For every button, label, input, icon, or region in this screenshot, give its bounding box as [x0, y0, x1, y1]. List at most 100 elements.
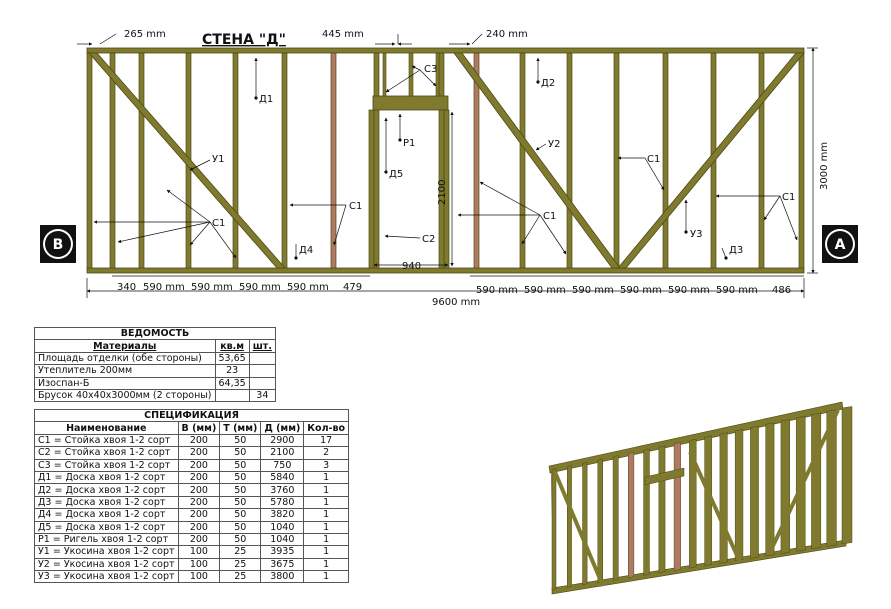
label-c1-b: С1	[349, 201, 362, 212]
spec-cell: 3	[303, 458, 350, 472]
dim-door-height: 2100	[437, 180, 448, 205]
spec-header-name: Наименование	[34, 421, 179, 435]
vedomost-cell	[214, 388, 250, 403]
spec-cell: Р1 = Ригель хвоя 1-2 сорт	[34, 532, 179, 547]
spec-cell: 2100	[260, 446, 305, 460]
dim-bottom-left-2: 590 mm	[191, 282, 233, 293]
spec-cell: 3820	[260, 508, 305, 522]
spec-cell: 1	[303, 545, 350, 559]
spec-cell: 100	[177, 545, 221, 559]
stud	[798, 52, 805, 269]
spec-cell: 50	[219, 495, 262, 510]
persp-brace	[553, 471, 605, 587]
wall-frame	[86, 47, 805, 274]
spec-cell: 1	[303, 557, 350, 572]
spec-cell: У3 = Укосина хвоя 1-2 сорт	[34, 570, 179, 584]
spec-cell: 100	[177, 557, 221, 572]
spec-cell: 50	[219, 458, 262, 472]
dim-bottom-right-0: 590 mm	[476, 285, 518, 296]
spec-cell: 1040	[260, 532, 305, 547]
door-king-stud	[373, 52, 380, 269]
persp-stud	[628, 451, 635, 579]
spec-cell: 200	[177, 446, 221, 460]
label-u3: У3	[690, 229, 702, 240]
vedomost-cell	[248, 376, 276, 390]
dim-door-width: 940	[402, 261, 421, 272]
stud	[232, 52, 239, 269]
top-plate	[86, 47, 805, 54]
persp-stud	[841, 406, 853, 545]
spec-cell: 17	[303, 433, 350, 448]
side-marker-right: А	[822, 225, 858, 263]
spec-cell: С1 = Стойка хвоя 1-2 сорт	[34, 433, 179, 448]
dim-bottom-left-1: 590 mm	[143, 282, 185, 293]
dim-bottom-left-0: 340	[117, 282, 136, 293]
persp-stud	[658, 445, 666, 574]
spec-cell: 100	[177, 570, 221, 584]
door-king-stud	[438, 52, 445, 269]
dim-bottom-right-5: 590 mm	[716, 285, 758, 296]
spec-cell: Д1 = Доска хвоя 1-2 сорт	[34, 470, 179, 485]
dim-total: 9600 mm	[432, 297, 480, 308]
table-row: Площадь отделки (обе стороны) 53,65	[34, 351, 276, 366]
brace-u3	[617, 52, 805, 269]
persp-stud	[567, 464, 572, 588]
persp-stud	[689, 438, 697, 569]
persp-door-header	[644, 467, 685, 486]
dim-bottom-left-3: 590 mm	[239, 282, 281, 293]
dim-top-left: 265 mm	[124, 29, 166, 40]
spec-header-width: В (мм)	[177, 421, 221, 435]
cripple-stud-c3	[408, 52, 414, 97]
spec-cell: 50	[219, 446, 262, 460]
spec-cell: У1 = Укосина хвоя 1-2 сорт	[34, 545, 179, 559]
spec-table: СПЕЦИФИКАЦИЯ Наименование В (мм) Т (мм) …	[33, 408, 350, 584]
stud	[473, 52, 480, 269]
persp-brace	[768, 409, 840, 553]
label-c2: С2	[422, 234, 435, 245]
spec-cell: 50	[219, 532, 262, 547]
vedomost-header-materials: Материалы	[34, 339, 216, 353]
label-u1: У1	[212, 154, 224, 165]
dims-bottom-left: 340 590 mm 590 mm 590 mm 590 mm 479	[117, 282, 362, 293]
spec-cell: 1	[303, 570, 350, 584]
spec-cell: 3935	[260, 545, 305, 559]
side-label-left: В	[53, 237, 64, 253]
spec-cell: У2 = Укосина хвоя 1-2 сорт	[34, 557, 179, 572]
label-c1-c: С1	[543, 211, 556, 222]
spec-cell: 200	[177, 470, 221, 485]
persp-stud	[673, 442, 681, 571]
vedomost-header-pcs: шт.	[248, 339, 276, 353]
spec-cell: Д3 = Доска хвоя 1-2 сорт	[34, 495, 179, 510]
spec-cell: 200	[177, 520, 221, 534]
bottom-plate	[86, 267, 805, 274]
stud	[613, 52, 620, 269]
vedomost-cell: Брусок 40х40х3000мм (2 стороны)	[34, 388, 216, 403]
stud	[519, 52, 526, 269]
spec-cell: 3800	[260, 570, 305, 584]
dim-bottom-left-5: 479	[343, 282, 362, 293]
dim-bottom-right-2: 590 mm	[572, 285, 614, 296]
brace-u1	[88, 52, 286, 269]
spec-cell: 3675	[260, 557, 305, 572]
persp-stud	[734, 429, 744, 562]
vedomost-cell: Изоспан-Б	[34, 376, 216, 390]
dim-bottom-right-4: 590 mm	[668, 285, 710, 296]
dim-bottom-right-1: 590 mm	[524, 285, 566, 296]
spec-cell: 1	[303, 483, 350, 497]
spec-cell: 200	[177, 508, 221, 522]
spec-cell: Д2 = Доска хвоя 1-2 сорт	[34, 483, 179, 497]
spec-cell: 1	[303, 508, 350, 522]
table-row: Изоспан-Б 64,35	[34, 376, 276, 390]
stud	[330, 52, 337, 269]
vedomost-cell: 53,65	[214, 351, 250, 366]
persp-stud	[765, 422, 775, 557]
label-d4: Д4	[299, 245, 313, 256]
table-row: Утеплитель 200мм 23	[34, 364, 276, 378]
persp-stud	[719, 432, 728, 564]
